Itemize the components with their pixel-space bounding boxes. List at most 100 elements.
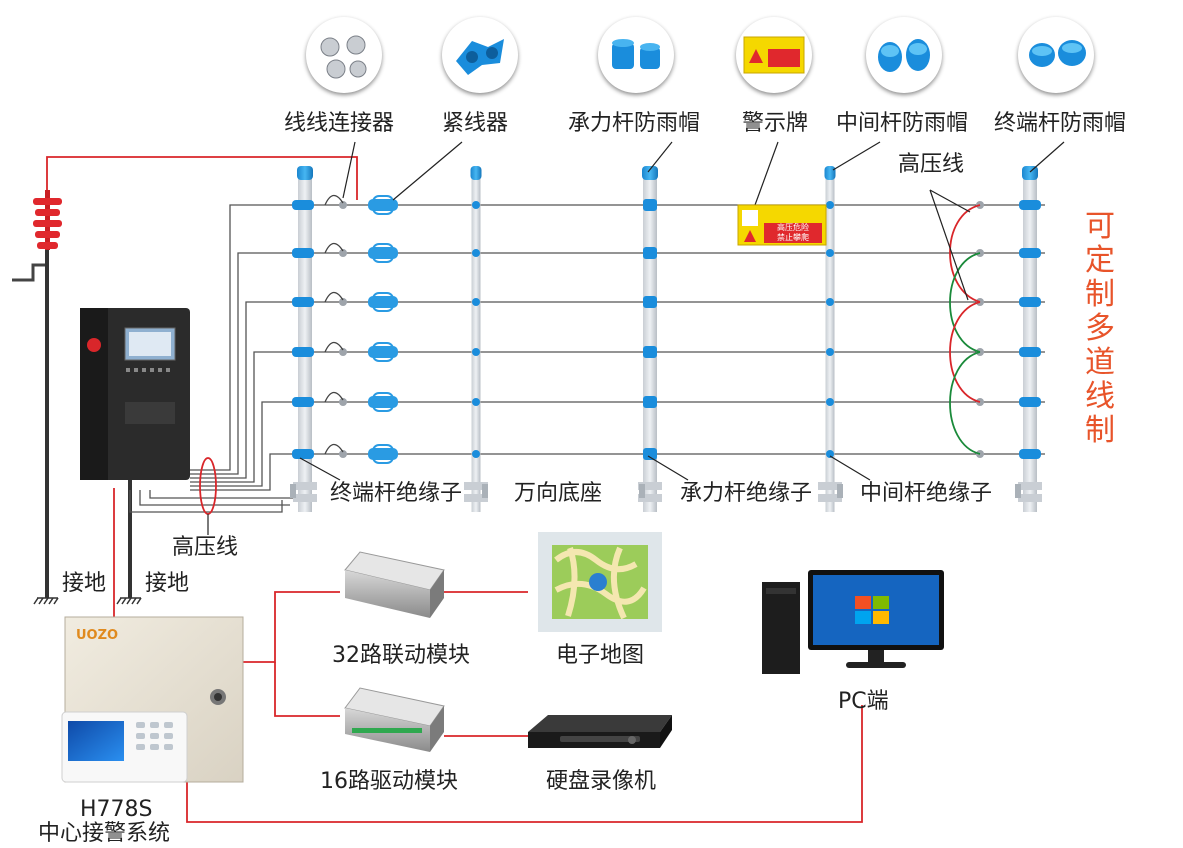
label-mid-insulator: 中间杆绝缘子: [858, 481, 995, 506]
pole-base: [1018, 482, 1042, 490]
connector-icon: [320, 35, 367, 79]
sign-text-2: 禁止攀爬: [777, 233, 809, 242]
pole-cap: [470, 166, 482, 180]
connector-loop: [324, 341, 344, 353]
end-insulator: [1019, 397, 1041, 407]
pole: [471, 172, 481, 512]
host-brand-logo: UOZO: [76, 628, 119, 643]
connector-loop: [324, 194, 344, 206]
pole: [643, 172, 657, 512]
sign-text-1: 高压危险: [777, 223, 809, 232]
pole-base: [818, 482, 842, 490]
label-ground-1: 接地: [62, 571, 107, 596]
mid-clip: [472, 348, 480, 356]
tensioner: [368, 396, 398, 408]
tensioner-frame: [372, 292, 394, 312]
warning-sign-text: 高压危险 禁止攀爬: [764, 223, 822, 243]
end-insulator: [1019, 449, 1041, 459]
mid-clip: [826, 298, 834, 306]
end-insulator: [292, 397, 314, 407]
label-ground-2: 接地: [145, 571, 190, 596]
pole-base: [638, 482, 662, 490]
label-nvr: 硬盘录像机: [546, 769, 657, 794]
label-hv-line-top: 高压线: [898, 152, 965, 177]
pole-base: [1018, 494, 1042, 502]
connector-loop: [324, 242, 344, 254]
pole-cap: [1022, 166, 1038, 180]
label-module-16: 16路驱动模块: [320, 769, 458, 794]
mid-pole-cap-photo: [866, 17, 942, 93]
mid-clip: [826, 450, 834, 458]
label-emap: 电子地图: [556, 643, 645, 668]
load-insulator: [643, 296, 657, 308]
pole-cap: [642, 166, 658, 180]
fence-poles: [290, 166, 1042, 512]
fence-wires: [300, 204, 1045, 455]
end-insulator: [1019, 248, 1041, 258]
end-insulator: [292, 248, 314, 258]
pole-base: [293, 494, 317, 502]
tensioner: [368, 199, 398, 211]
end-insulator: [292, 200, 314, 210]
pole-cap: [297, 166, 313, 180]
end-insulator: [292, 347, 314, 357]
end-cap-icon: [1029, 40, 1086, 67]
tensioner: [368, 448, 398, 460]
load-insulator: [643, 199, 657, 211]
tensioner-icon: [456, 39, 504, 75]
label-end-insulator: 终端杆绝缘子: [328, 481, 465, 506]
hv-lead-wires: [129, 204, 300, 513]
electronic-map-image: [538, 532, 662, 632]
end-insulator: [292, 449, 314, 459]
base-bracket: [482, 484, 488, 498]
label-mid-pole-cap: 中间杆防雨帽: [836, 111, 969, 136]
pole-cap: [824, 166, 836, 180]
mid-clip: [472, 450, 480, 458]
tensioner-frame: [372, 195, 394, 215]
label-host-model: H778S: [80, 797, 153, 822]
pole-cap-icon: [612, 39, 660, 69]
tensioner: [368, 346, 398, 358]
pc-device: [762, 570, 944, 674]
mid-clip: [826, 348, 834, 356]
tensioner-frame: [372, 243, 394, 263]
label-tensioner: 紧线器: [442, 111, 509, 136]
label-line-connector: 线线连接器: [284, 111, 395, 136]
mid-clip: [472, 249, 480, 257]
warning-sign: [737, 204, 827, 246]
tensioner-photo: [442, 17, 518, 93]
nvr-device: [528, 715, 672, 748]
mid-clip: [826, 398, 834, 406]
base-bracket: [1015, 484, 1021, 498]
load-insulator: [643, 448, 657, 460]
base-bracket: [837, 484, 843, 498]
mid-clip: [472, 298, 480, 306]
wire-connector: [339, 398, 347, 406]
pole-base: [638, 494, 662, 502]
mid-cap-icon: [878, 39, 930, 72]
label-host-name: 中心接警系统: [38, 821, 171, 846]
label-pointers: [299, 141, 1065, 481]
wire-connector: [339, 249, 347, 257]
load-insulator: [643, 396, 657, 408]
lightning-arrester: [12, 190, 62, 282]
connector-loop: [324, 391, 344, 403]
label-universal-base: 万向底座: [512, 481, 605, 506]
end-insulator: [1019, 297, 1041, 307]
wire-connector: [339, 298, 347, 306]
label-warning-sign: 警示牌: [742, 111, 809, 136]
pulse-controller: [80, 308, 190, 480]
connector-loop: [324, 443, 344, 455]
end-insulator: [292, 297, 314, 307]
alarm-host-box: [61, 616, 244, 783]
tensioner-frame: [372, 392, 394, 412]
tensioner: [368, 247, 398, 259]
label-end-pole-cap: 终端杆防雨帽: [994, 111, 1127, 136]
load-insulator: [643, 346, 657, 358]
custom-multi-wire-text: 可定制多道线制: [1085, 209, 1115, 448]
pole-base: [464, 494, 488, 502]
ground-symbols: [33, 597, 142, 605]
label-hv-line-bottom: 高压线: [172, 535, 239, 560]
pole-base: [293, 482, 317, 490]
